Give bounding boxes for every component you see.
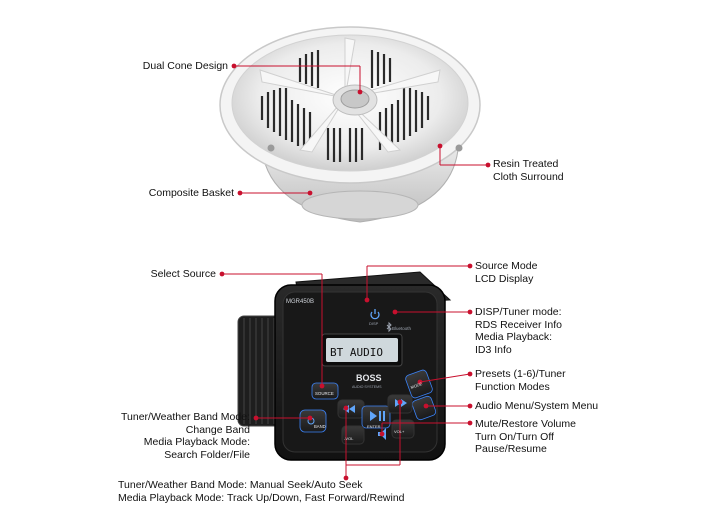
- callout-text: ID3 Info: [475, 343, 512, 356]
- vol-plus-button[interactable]: [391, 419, 415, 439]
- callout-text: RDS Receiver Info: [475, 318, 562, 331]
- audio-menu-button[interactable]: [411, 395, 437, 421]
- lcd-text: BT AUDIO: [330, 346, 383, 359]
- callout-text: Dual Cone Design: [142, 60, 228, 72]
- mount-hole: [455, 144, 463, 152]
- callout-text: Change Band: [185, 423, 250, 436]
- lcd-screen: [326, 338, 398, 362]
- bluetooth-label: Bluetooth: [392, 326, 412, 331]
- callout-disp: DISP/Tuner mode: RDS Receiver Info Media…: [475, 306, 562, 356]
- vol-minus-button[interactable]: [341, 425, 365, 445]
- vol-minus-label: -VOL: [344, 436, 354, 441]
- callout-text: Pause/Resume: [475, 443, 547, 455]
- device-model: MGR450B: [286, 299, 314, 305]
- receiver-callout-lines: [219, 263, 473, 481]
- source-button[interactable]: [311, 382, 339, 400]
- callout-text: Media Playback:: [475, 331, 553, 343]
- brand-logo-text: BOSS: [356, 373, 382, 383]
- brand-subtitle: AUDIO SYSTEMS: [352, 385, 382, 389]
- callout-audio-menu: Audio Menu/System Menu: [475, 400, 598, 413]
- tweeter-mesh: [340, 89, 370, 109]
- mode-button-label: MODE: [410, 381, 423, 390]
- callout-text: Mute/Restore Volume: [475, 418, 576, 430]
- callout-band: Tuner/Weather Band Mode: Change Band Med…: [100, 411, 250, 461]
- callout-mute: Mute/Restore Volume Turn On/Turn Off Pau…: [475, 418, 576, 456]
- vol-plus-label: VOL+: [394, 429, 405, 434]
- callout-resin-surround: Resin Treated Cloth Surround: [493, 158, 564, 183]
- band-button-label: BAND: [314, 424, 326, 429]
- pause-icon-bar: [383, 411, 385, 421]
- play-icon: [370, 411, 377, 421]
- callout-text: Audio Menu/System Menu: [475, 400, 599, 412]
- power-icon: [370, 309, 380, 320]
- callout-text: Resin Treated: [493, 158, 559, 170]
- callout-select-source: Select Source: [120, 268, 216, 281]
- callout-text: Media Playback Mode:: [143, 436, 250, 448]
- callout-text: Presets (1-6)/Tuner: [475, 368, 566, 380]
- callout-text: Tuner/Weather Band Mode: Manual Seek/Aut…: [118, 479, 363, 491]
- callout-presets: Presets (1-6)/Tuner Function Modes: [475, 368, 566, 393]
- source-button-label: SOURCE: [315, 391, 334, 396]
- band-button[interactable]: [299, 409, 327, 433]
- pause-icon: [379, 411, 381, 421]
- speaker-grille: [260, 50, 430, 162]
- enter-button-label: ENTER: [367, 424, 381, 429]
- callout-source-mode: Source Mode LCD Display: [475, 260, 537, 285]
- basket-bottom: [301, 190, 419, 220]
- disp-label: DISP: [369, 321, 379, 326]
- callout-text: Cloth Surround: [493, 170, 564, 183]
- speaker-callout-lines: [231, 63, 491, 196]
- callout-dual-cone: Dual Cone Design: [120, 60, 228, 73]
- callout-text: Function Modes: [475, 380, 550, 393]
- callout-text: Search Folder/File: [164, 448, 250, 461]
- callout-text: Tuner/Weather Band Mode:: [121, 411, 250, 423]
- callout-seek: Tuner/Weather Band Mode: Manual Seek/Aut…: [118, 479, 405, 504]
- callout-composite-basket: Composite Basket: [126, 187, 234, 200]
- receiver: [237, 271, 452, 461]
- callout-text: LCD Display: [475, 272, 534, 285]
- mount-hole: [267, 144, 275, 152]
- callout-text: Select Source: [150, 268, 216, 280]
- heatsink: [237, 315, 285, 427]
- callout-text: Composite Basket: [148, 187, 234, 199]
- bluetooth-icon: [386, 321, 392, 333]
- callout-text: Turn On/Turn Off: [475, 430, 554, 443]
- callout-text: Media Playback Mode: Track Up/Down, Fast…: [118, 491, 405, 504]
- callout-text: Source Mode: [475, 260, 538, 272]
- callout-text: DISP/Tuner mode:: [475, 306, 562, 318]
